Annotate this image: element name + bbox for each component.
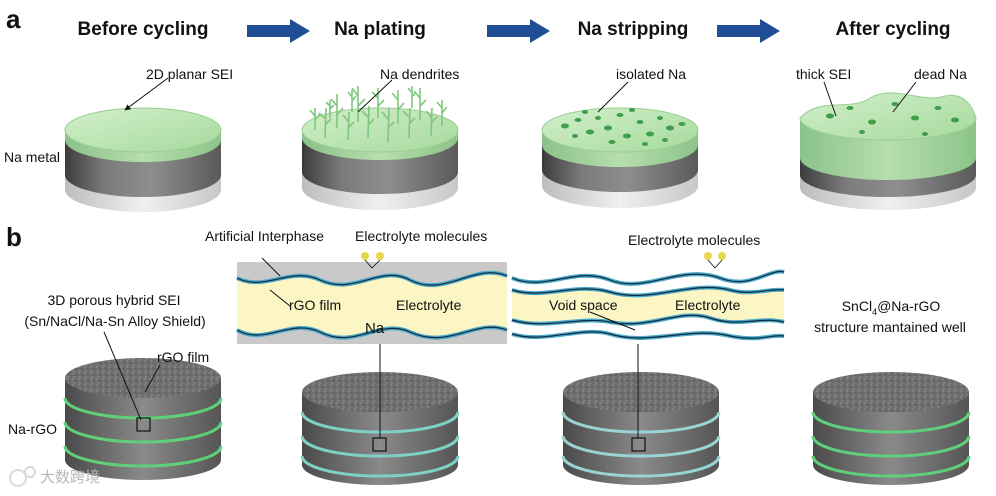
label-na-metal: Na metal <box>4 149 61 165</box>
right-arrow-icon <box>487 19 550 43</box>
watermark-logo-icon <box>9 466 36 487</box>
inset1-label-na: Na <box>365 320 385 337</box>
stack-na-rgo-2 <box>300 272 460 485</box>
label-result-line1: SnCl4@Na-rGO <box>841 298 941 317</box>
label-electrolyte-molecules-2: Electrolyte molecules <box>628 232 761 248</box>
label-hybrid-sei-line1: 3D porous hybrid SEI <box>47 292 181 308</box>
label-rgo-film: rGO film <box>157 349 210 365</box>
inset-artificial-interphase <box>236 252 508 344</box>
inset1-label-electrolyte: Electrolyte <box>396 297 462 313</box>
label-result-line2: structure mantained well <box>814 319 966 335</box>
right-arrow-icon <box>717 19 780 43</box>
label-na-dendrites: Na dendrites <box>380 66 460 82</box>
stage-before-cycling: Before cycling <box>77 19 209 40</box>
panel-label-b: b <box>6 222 22 252</box>
watermark-text: 大数跨境 <box>40 469 101 486</box>
panel-label-a: a <box>6 4 21 34</box>
label-2d-planar-sei: 2D planar SEI <box>146 66 234 82</box>
inset-void-space <box>511 252 785 344</box>
stack-na-rgo-3 <box>561 342 721 485</box>
na-metal-cylinder-before <box>64 77 222 212</box>
label-thick-sei: thick SEI <box>796 66 852 82</box>
label-isolated-na: isolated Na <box>616 66 687 82</box>
label-hybrid-sei-line2: (Sn/NaCl/Na-Sn Alloy Shield) <box>24 313 206 329</box>
label-dead-na: dead Na <box>914 66 967 82</box>
inset2-label-void-space: Void space <box>549 297 618 313</box>
label-na-rgo: Na-rGO <box>8 421 57 437</box>
na-metal-cylinder-after <box>799 81 977 210</box>
stage-na-plating: Na plating <box>334 19 426 40</box>
stage-after-cycling: After cycling <box>835 19 951 40</box>
inset1-label-rgo-film: rGO film <box>289 297 342 313</box>
inset2-label-electrolyte: Electrolyte <box>675 297 741 313</box>
label-electrolyte-molecules-1: Electrolyte molecules <box>355 228 488 244</box>
stack-na-rgo-4 <box>811 372 971 485</box>
na-metal-cylinder-stripping <box>541 81 699 208</box>
label-artificial-interphase: Artificial Interphase <box>205 228 325 244</box>
stack-na-rgo-1 <box>63 331 223 480</box>
na-metal-cylinder-plating <box>301 79 459 210</box>
stage-na-stripping: Na stripping <box>577 19 689 40</box>
right-arrow-icon <box>247 19 310 43</box>
